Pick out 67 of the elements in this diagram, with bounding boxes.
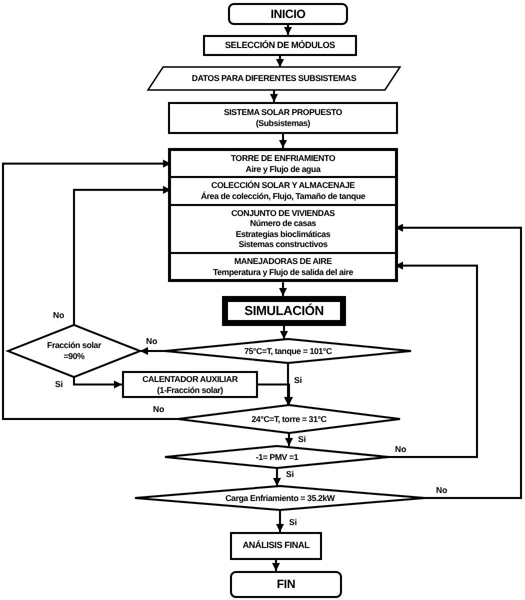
simulation-box: [222, 296, 346, 326]
arrow: [2, 160, 178, 420]
edge-label: No: [435, 486, 448, 494]
arrow: [279, 134, 287, 148]
edge-label: Si: [293, 376, 304, 384]
process-box: [168, 102, 398, 134]
decision-diamond: [165, 446, 389, 468]
node-label: Aire y Flujo de agua: [246, 164, 320, 174]
edge-label: Si: [297, 435, 308, 444]
subsystem-section: [171, 176, 395, 204]
node-label: INICIO: [270, 6, 306, 22]
node-label: 75°C=T, tanque = 101°C: [244, 346, 332, 356]
node-label: 24°C=T, torre = 31°C: [252, 414, 326, 424]
arrow: [284, 25, 292, 35]
decision-diamond: [8, 325, 140, 377]
node-label: Temperatura y Flujo de salida del aire: [212, 266, 354, 278]
arrow: [389, 262, 478, 458]
decision-diamond: [178, 405, 400, 433]
arrow: [284, 363, 292, 405]
edge-label: No: [152, 405, 166, 414]
node-label: Estrategias bioclimáticas: [236, 228, 330, 240]
arrow: [279, 282, 287, 296]
decision-diamond: [135, 486, 425, 510]
arrow: [272, 560, 280, 571]
arrow: [270, 90, 278, 102]
subsystem-panel: [168, 148, 398, 282]
terminal-box: [228, 3, 348, 25]
node-label: TORRE DE ENFRIAMIENTO: [230, 153, 336, 164]
node-label: Carga Enfriamiento = 35.2kW: [225, 492, 335, 504]
arrow: [140, 347, 165, 355]
edge-label: Si: [285, 470, 296, 478]
node-label: Fracción solar =90%: [46, 340, 102, 362]
edge-label: No: [52, 311, 66, 320]
arrow: [276, 56, 284, 67]
node-label: SISTEMA SOLAR PROPUESTO: [224, 107, 342, 118]
arrow: [73, 377, 122, 388]
process-box: [203, 35, 357, 56]
node-label: MANEJADORAS DE AIRE: [234, 256, 332, 267]
edge-label: Si: [54, 380, 64, 388]
node-label: Número de casas: [250, 218, 316, 229]
arrow: [258, 384, 293, 405]
arrow: [285, 433, 293, 446]
node-label: Sistemas constructivos: [238, 239, 328, 250]
node-label: ANÁLISIS FINAL: [242, 540, 310, 552]
terminal-box: [230, 571, 342, 598]
decision-diamond: [165, 339, 411, 363]
arrow: [276, 510, 284, 532]
arrow: [280, 326, 288, 339]
input-parallelogram: [148, 67, 400, 90]
node-label: (1-Fracción solar): [157, 384, 223, 396]
node-label: FIN: [276, 577, 296, 592]
node-label: COLECCIÓN SOLAR Y ALMACENAJE: [211, 180, 355, 191]
node-label: -1= PMV =1: [256, 452, 298, 462]
node-label: CALENTADOR AUXILIAR: [142, 374, 238, 384]
node-label: DATOS PARA DIFERENTES SUBSISTEMAS: [192, 73, 356, 84]
edge-label: No: [394, 445, 408, 454]
process-box: [122, 371, 258, 398]
node-label: Área de colección, Flujo, Tamaño de tanque: [200, 190, 366, 202]
node-label: CONJUNTO DE VIVIENDAS: [231, 208, 335, 218]
node-label: SIMULACIÓN: [244, 302, 324, 320]
node-label: SELECCIÓN DE MÓDULOS: [224, 40, 335, 52]
process-box: [230, 532, 322, 560]
edge-label: Si: [288, 518, 298, 526]
edge-label: No: [145, 337, 158, 346]
subsystem-section: [171, 252, 395, 280]
node-label: (Subsistemas): [256, 118, 310, 129]
arrow: [273, 468, 281, 486]
